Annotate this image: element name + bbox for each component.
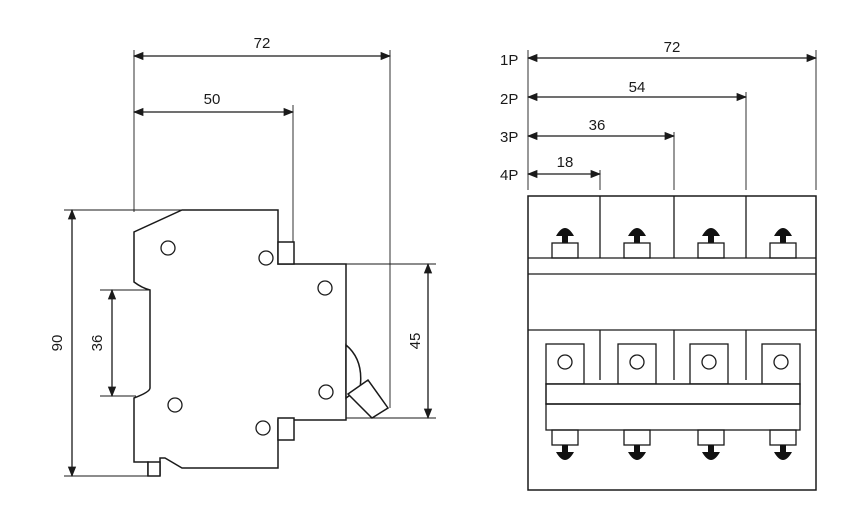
dim-label-2p-width: 54 [629, 79, 646, 96]
toggle-bar [545, 383, 801, 405]
front-view: 1P 2P 3P 4P 72 54 36 18 [500, 39, 818, 491]
screw-icon [318, 384, 334, 400]
indicator-icon [629, 354, 645, 370]
terminal-screw-icon [623, 429, 651, 460]
pole-label-3p: 3P [500, 129, 518, 146]
terminal-screw-icon [623, 228, 651, 259]
terminal-screw-icon [551, 429, 579, 460]
dim-label-front-depth: 45 [407, 333, 424, 350]
side-view-body-outline [133, 209, 347, 476]
screw-icon [167, 397, 183, 413]
terminal-screw-icon [769, 429, 797, 460]
screw-icon [160, 240, 176, 256]
screw-icon [317, 280, 333, 296]
bottom-terminals [551, 429, 797, 460]
top-terminals [551, 228, 797, 259]
dim-label-1p-width: 72 [664, 39, 681, 56]
screw-icon [255, 420, 271, 436]
screw-icon [258, 250, 274, 266]
pole-label-4p: 4P [500, 167, 518, 184]
dim-label-4p-width: 18 [557, 154, 574, 171]
dim-label-3p-width: 36 [589, 117, 606, 134]
side-view: 72 50 90 36 45 [49, 35, 436, 478]
bottom-terminal-tab [277, 417, 295, 441]
dim-label-partial-depth: 50 [204, 91, 221, 108]
indicator-icon [773, 354, 789, 370]
terminal-screw-icon [769, 228, 797, 259]
toggle-bar-lower [545, 403, 801, 431]
front-view-body-outline [527, 195, 817, 491]
indicator-icon [701, 354, 717, 370]
lever-handle [346, 378, 390, 419]
dim-label-height: 90 [49, 335, 66, 352]
pole-label-2p: 2P [500, 91, 518, 108]
terminal-screw-icon [697, 228, 725, 259]
dim-label-total-depth: 72 [254, 35, 271, 52]
terminal-screw-icon [551, 228, 579, 259]
pole-label-1p: 1P [500, 52, 518, 69]
bottom-tab [147, 461, 161, 477]
top-terminal-tab [277, 241, 295, 265]
indicator-icon [557, 354, 573, 370]
dim-label-rail: 36 [89, 335, 106, 352]
terminal-screw-icon [697, 429, 725, 460]
